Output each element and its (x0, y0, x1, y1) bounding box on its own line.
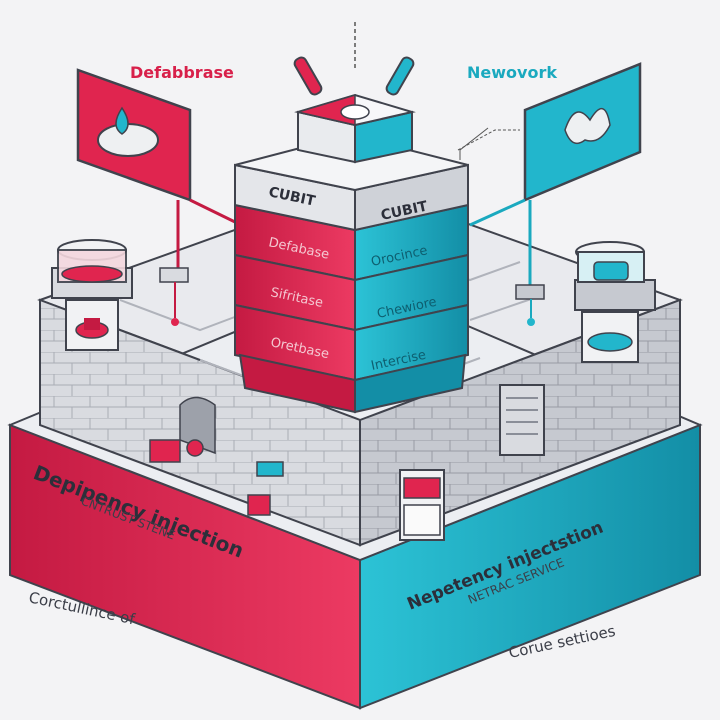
tower-leader (459, 127, 489, 160)
water-drop-cloud-icon (97, 106, 159, 157)
antenna-red (293, 56, 323, 96)
database-panel (76, 68, 236, 326)
network-title: Newovork (467, 63, 557, 82)
wall-doorway (179, 396, 216, 455)
database-title: Defabbrase (130, 63, 234, 82)
central-tower (234, 56, 489, 414)
ring-right-4 (354, 353, 467, 414)
base-details (149, 384, 545, 541)
antenna-cyan (385, 56, 415, 96)
leaf-bird-icon (564, 108, 611, 145)
left-capsule (51, 239, 133, 351)
network-panel-leader (457, 129, 520, 151)
network-panel (457, 62, 642, 326)
right-capsule (574, 241, 656, 363)
